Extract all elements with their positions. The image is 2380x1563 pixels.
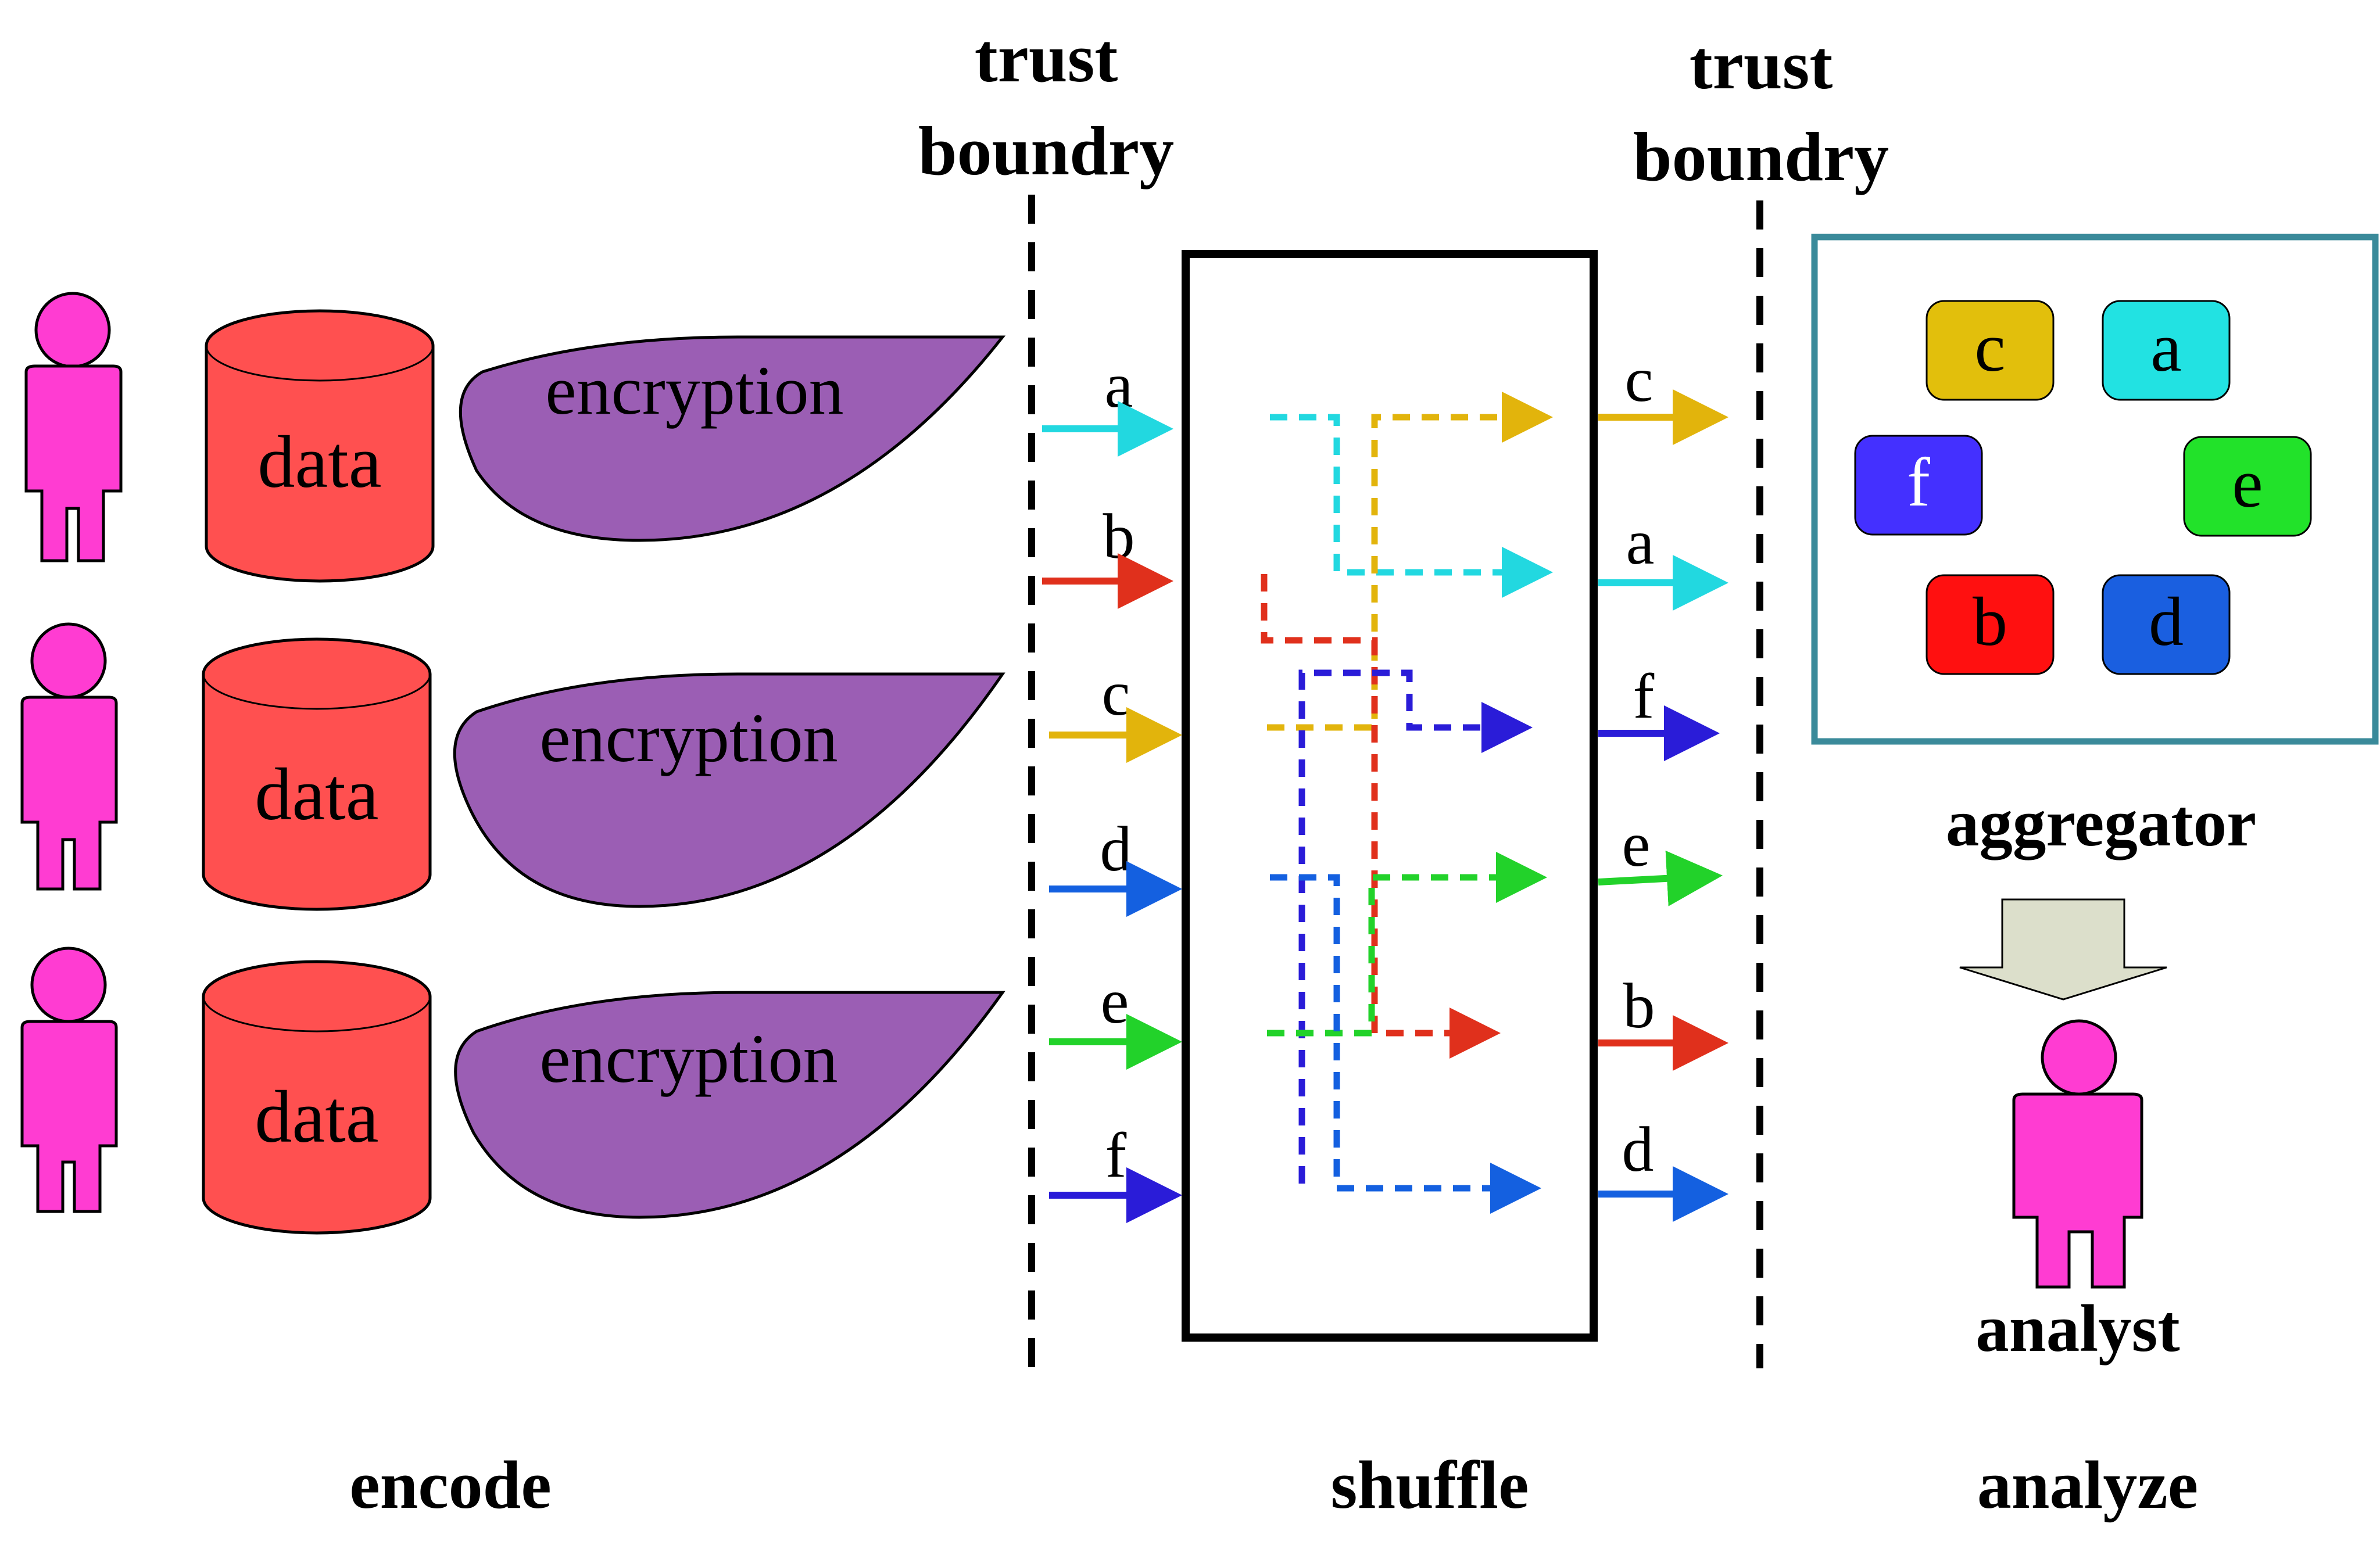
- aggregator-item-label: d: [2149, 583, 2184, 660]
- stage-label-analyze: analyze: [1977, 1447, 2198, 1523]
- aggregator-item-e: e: [2183, 436, 2312, 537]
- trust-boundary-right: trust boundry: [1633, 26, 1889, 1368]
- output-arrow-3: f: [1598, 661, 1720, 761]
- output-arrows: c a f e b d: [1598, 344, 1728, 1222]
- person-icon: [20, 947, 118, 1213]
- input-arrow-a: a: [1042, 350, 1173, 457]
- data-cylinder: data: [205, 309, 435, 583]
- data-label: data: [255, 1076, 378, 1158]
- shuffler-box: [1182, 250, 1598, 1342]
- route-e: [1267, 852, 1547, 1037]
- route-c: [1267, 392, 1553, 731]
- route-b: [1261, 574, 1501, 1059]
- aggregator-item-a: a: [2102, 300, 2231, 401]
- aggregator: c a f e b d aggregator: [1811, 234, 2379, 860]
- output-label: e: [1622, 809, 1651, 880]
- data-label: data: [255, 753, 378, 836]
- aggregator-item-c: c: [1926, 300, 2055, 401]
- output-label: c: [1625, 344, 1654, 415]
- input-arrow-e: e: [1049, 966, 1182, 1070]
- input-arrow-d: d: [1049, 813, 1182, 917]
- input-label: f: [1105, 1120, 1127, 1191]
- input-arrow-f: f: [1049, 1120, 1182, 1223]
- shuffle-routes: [1261, 392, 1553, 1214]
- user-row-3: data encryption: [20, 947, 1005, 1235]
- input-label: b: [1103, 501, 1135, 572]
- encryption-label: encryption: [539, 1020, 838, 1097]
- input-label: e: [1101, 966, 1129, 1037]
- output-label: f: [1633, 661, 1655, 732]
- data-cylinder: data: [202, 637, 432, 911]
- output-arrow-5: b: [1598, 970, 1728, 1071]
- output-arrow-1: c: [1598, 344, 1728, 445]
- aggregator-item-label: e: [2232, 444, 2263, 522]
- encryption-shape: encryption: [454, 991, 1005, 1219]
- encryption-label: encryption: [539, 699, 838, 776]
- input-label: c: [1102, 658, 1130, 729]
- route-a: [1270, 414, 1553, 598]
- user-row-2: data encryption: [20, 622, 1005, 911]
- aggregator-label: aggregator: [1946, 786, 2256, 860]
- output-label: d: [1622, 1114, 1654, 1185]
- input-arrow-b: b: [1042, 501, 1173, 609]
- user-row-1: data encryption: [24, 292, 1006, 583]
- aggregator-item-f: f: [1854, 435, 1983, 536]
- input-label: a: [1105, 350, 1133, 421]
- route-d: [1270, 874, 1541, 1214]
- output-arrow-4: e: [1598, 809, 1723, 906]
- encryption-shape: encryption: [453, 672, 1005, 908]
- input-label: d: [1100, 813, 1132, 884]
- aggregator-item-label: a: [2150, 309, 2181, 386]
- trust-boundary-title-line1: trust: [975, 19, 1118, 96]
- input-arrow-c: c: [1049, 658, 1182, 763]
- trust-boundary-title-line1: trust: [1690, 26, 1833, 103]
- data-cylinder: data: [202, 960, 432, 1235]
- data-label: data: [257, 421, 381, 503]
- output-label: b: [1623, 970, 1655, 1041]
- aggregator-item-label: b: [1973, 583, 2007, 660]
- output-label: a: [1626, 507, 1655, 578]
- encryption-label: encryption: [545, 352, 843, 429]
- aggregator-item-label: f: [1907, 443, 1930, 521]
- output-arrow-6: d: [1598, 1114, 1728, 1222]
- output-arrow-2: a: [1598, 507, 1728, 611]
- aggregator-item-label: c: [1974, 309, 2005, 386]
- route-f: [1298, 669, 1533, 1184]
- stage-label-encode: encode: [349, 1447, 551, 1523]
- person-icon: [20, 622, 118, 891]
- trust-boundary-title-line2: boundry: [918, 112, 1174, 189]
- person-icon: [24, 292, 123, 562]
- aggregator-item-b: b: [1926, 574, 2055, 675]
- trust-boundary-title-line2: boundry: [1633, 118, 1889, 195]
- input-arrows: a b c d e f: [1042, 350, 1182, 1223]
- aggregator-box: [1811, 234, 2379, 745]
- trust-boundary-left: trust boundry: [918, 19, 1174, 1368]
- aggregator-item-d: d: [2102, 574, 2231, 675]
- person-icon: [2012, 1019, 2143, 1289]
- analyst: analyst: [1975, 1019, 2180, 1365]
- analyst-label: analyst: [1975, 1292, 2179, 1365]
- stage-label-shuffle: shuffle: [1331, 1447, 1529, 1523]
- down-arrow-icon: [1959, 898, 2167, 1001]
- encryption-shape: encryption: [459, 335, 1006, 542]
